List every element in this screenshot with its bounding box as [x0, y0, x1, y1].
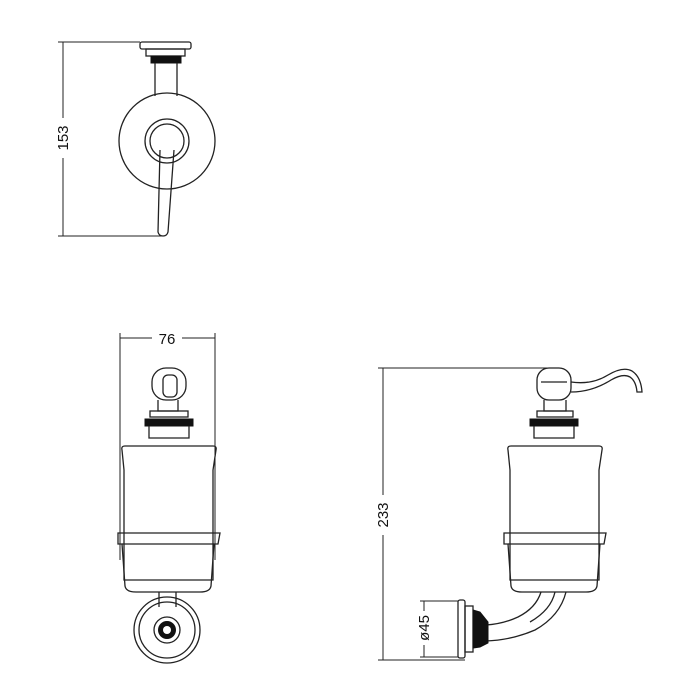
side-wall-rosette — [457, 599, 489, 659]
dimension-label-153: 153 — [55, 125, 72, 150]
side-glass-bottle — [503, 445, 607, 593]
top-holder-ring — [118, 92, 216, 190]
dimension-diameter-45: ø45 — [416, 600, 458, 658]
dimension-label-233: 233 — [375, 502, 392, 527]
front-glass-bottle — [117, 445, 221, 593]
dimension-233: 233 — [375, 367, 548, 661]
front-pump-head — [144, 367, 194, 439]
side-bracket-arm — [485, 591, 567, 642]
side-view: 233 ø45 — [375, 367, 643, 661]
dimension-label-diameter-45: ø45 — [416, 615, 433, 641]
front-view: 76 — [117, 331, 221, 664]
top-view: 153 — [55, 41, 216, 237]
top-mount-plate — [139, 41, 192, 96]
front-wall-mount — [133, 592, 201, 664]
top-lever — [157, 149, 175, 237]
side-pump-head — [529, 367, 643, 439]
dimension-153: 153 — [55, 41, 163, 237]
dimension-label-76: 76 — [159, 331, 176, 348]
